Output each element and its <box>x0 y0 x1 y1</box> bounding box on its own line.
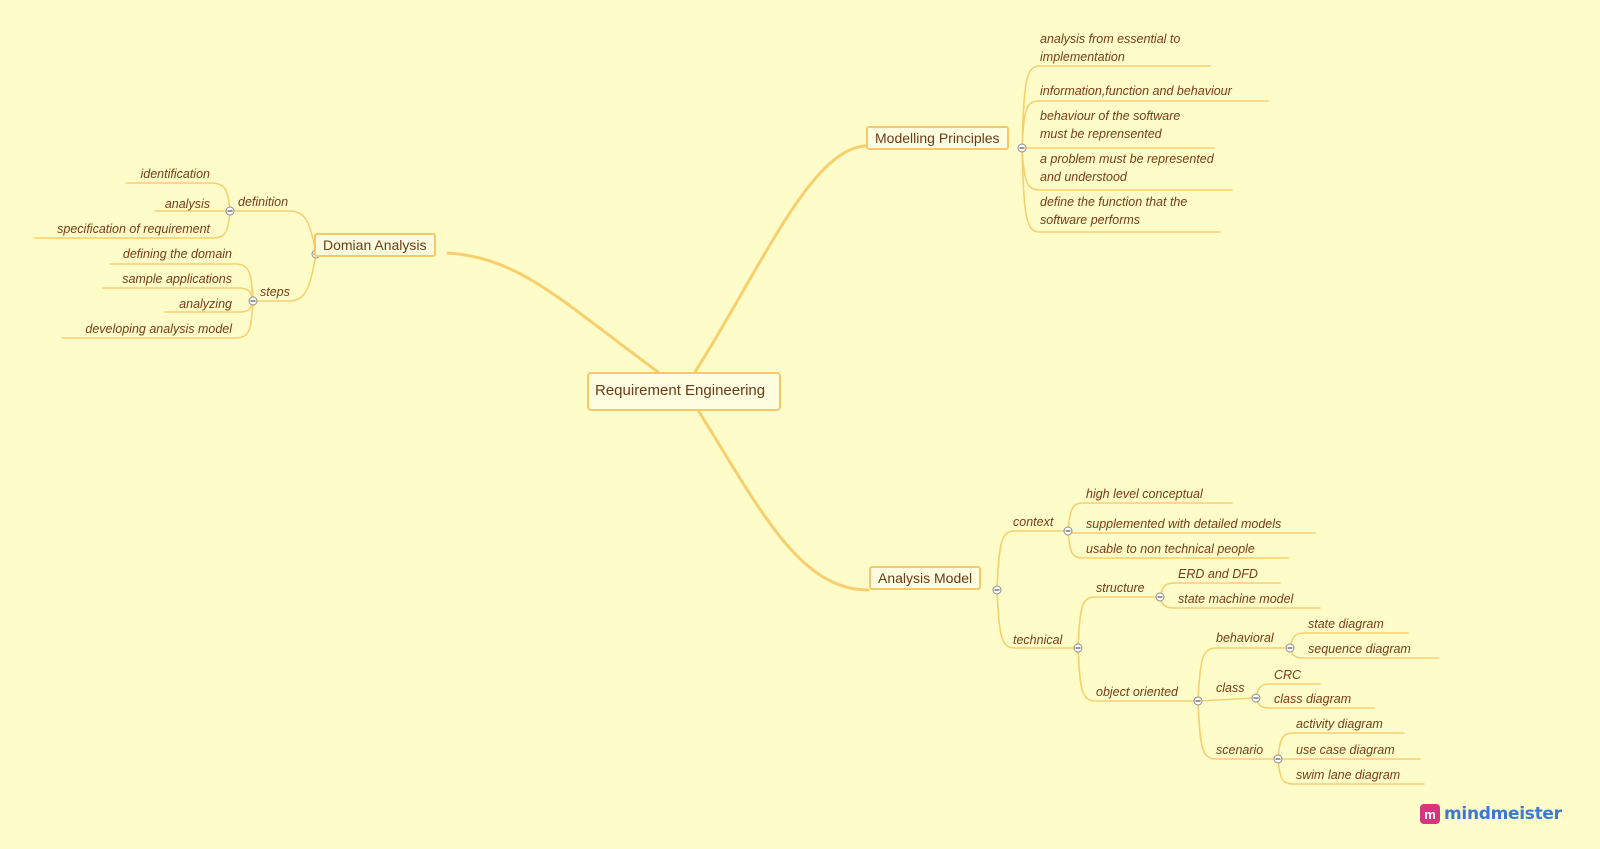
oo-class[interactable]: class <box>1216 681 1245 695</box>
topic-analysis-model[interactable]: Analysis Model <box>869 566 982 590</box>
oo-behavioral[interactable]: behavioral <box>1216 631 1274 645</box>
steps-sample-applications[interactable]: sample applications <box>122 272 232 286</box>
connector-oo-behavioral <box>1197 647 1291 702</box>
definition-specification-of-requirement[interactable]: specification of requirement <box>57 222 210 236</box>
modelling-item-information-function-behaviour[interactable]: information,function and behaviour <box>1040 84 1232 98</box>
mindmeister-logo[interactable]: m mindmeister <box>1420 800 1562 828</box>
connector-technical-structure <box>1077 596 1161 649</box>
connector-modelling-5 <box>1021 147 1221 233</box>
technical-object-oriented[interactable]: object oriented <box>1096 685 1179 699</box>
connector-definition-specification <box>34 210 231 239</box>
connector-definition-identification <box>125 182 231 212</box>
collapse-toggle-scenario[interactable] <box>1273 754 1283 764</box>
mindmeister-logo-text: mindmeister <box>1444 804 1562 824</box>
structure-state-machine-model[interactable]: state machine model <box>1178 592 1294 606</box>
connector-context-usable <box>1067 530 1289 559</box>
connector-steps-developing <box>61 300 254 339</box>
definition-identification[interactable]: identification <box>140 167 211 181</box>
modelling-item-essential-to-implementation[interactable]: analysis from essential to implementatio… <box>1040 32 1181 64</box>
analysis-context[interactable]: context <box>1013 515 1054 529</box>
mindmeister-logo-icon: m <box>1420 804 1440 824</box>
behavioral-state-diagram[interactable]: state diagram <box>1308 617 1384 631</box>
connector-domain-definition <box>229 210 317 255</box>
scenario-activity-diagram[interactable]: activity diagram <box>1296 717 1383 731</box>
topic-domain-analysis[interactable]: Domian Analysis <box>314 233 436 257</box>
connector-scenario-swimlane <box>1277 758 1425 785</box>
behavioral-sequence-diagram[interactable]: sequence diagram <box>1308 642 1411 656</box>
context-high-level-conceptual[interactable]: high level conceptual <box>1086 487 1203 501</box>
structure-erd-and-dfd[interactable]: ERD and DFD <box>1178 567 1258 581</box>
collapse-toggle-context[interactable] <box>1063 526 1073 536</box>
collapse-toggle-behavioral[interactable] <box>1285 643 1295 653</box>
collapse-toggle-definition[interactable] <box>225 206 235 216</box>
collapse-toggle-steps[interactable] <box>248 296 258 306</box>
modelling-item-define-function[interactable]: define the function that the software pe… <box>1040 195 1188 227</box>
root-topic[interactable]: Requirement Engineering <box>587 372 781 411</box>
connector-domain-steps <box>252 253 317 302</box>
connector-modelling-2 <box>1021 100 1269 149</box>
topic-modelling-principles[interactable]: Modelling Principles <box>866 126 1009 150</box>
connector-technical-oo <box>1077 647 1199 702</box>
connector-root-modelling <box>693 144 867 374</box>
connector-oo-scenario <box>1197 700 1279 760</box>
class-crc[interactable]: CRC <box>1274 668 1302 682</box>
connector-context-high <box>1067 502 1233 532</box>
scenario-swim-lane-diagram[interactable]: swim lane diagram <box>1296 768 1401 782</box>
collapse-toggle-modelling[interactable] <box>1017 143 1027 153</box>
steps-defining-the-domain[interactable]: defining the domain <box>122 247 232 261</box>
oo-scenario[interactable]: scenario <box>1216 743 1264 757</box>
connector-root-domain <box>446 251 660 374</box>
connector-analysis-context <box>996 530 1069 591</box>
collapse-toggle-technical[interactable] <box>1073 643 1083 653</box>
analysis-technical[interactable]: technical <box>1013 633 1063 647</box>
context-supplemented-detailed-models[interactable]: supplemented with detailed models <box>1086 517 1282 531</box>
context-usable-non-technical[interactable]: usable to non technical people <box>1086 542 1255 556</box>
connector-scenario-activity <box>1277 732 1405 760</box>
domain-definition[interactable]: definition <box>238 195 289 209</box>
steps-analyzing[interactable]: analyzing <box>179 297 232 311</box>
modelling-item-problem-represented[interactable]: a problem must be represented and unders… <box>1040 152 1214 184</box>
connector-root-analysis <box>696 408 870 592</box>
technical-structure[interactable]: structure <box>1096 581 1145 595</box>
collapse-toggle-structure[interactable] <box>1155 592 1165 602</box>
connector-oo-class <box>1197 697 1257 702</box>
connector-analysis-technical <box>996 589 1079 649</box>
collapse-toggle-analysis[interactable] <box>992 585 1002 595</box>
class-class-diagram[interactable]: class diagram <box>1274 692 1352 706</box>
collapse-toggle-class[interactable] <box>1251 693 1261 703</box>
collapse-toggle-object-oriented[interactable] <box>1193 696 1203 706</box>
domain-steps[interactable]: steps <box>260 285 290 299</box>
definition-analysis[interactable]: analysis <box>164 197 210 211</box>
scenario-use-case-diagram[interactable]: use case diagram <box>1296 743 1395 757</box>
modelling-item-behaviour-represented[interactable]: behaviour of the software must be repren… <box>1040 109 1181 141</box>
connector-steps-defining <box>109 263 254 302</box>
steps-developing-analysis-model[interactable]: developing analysis model <box>85 322 232 336</box>
